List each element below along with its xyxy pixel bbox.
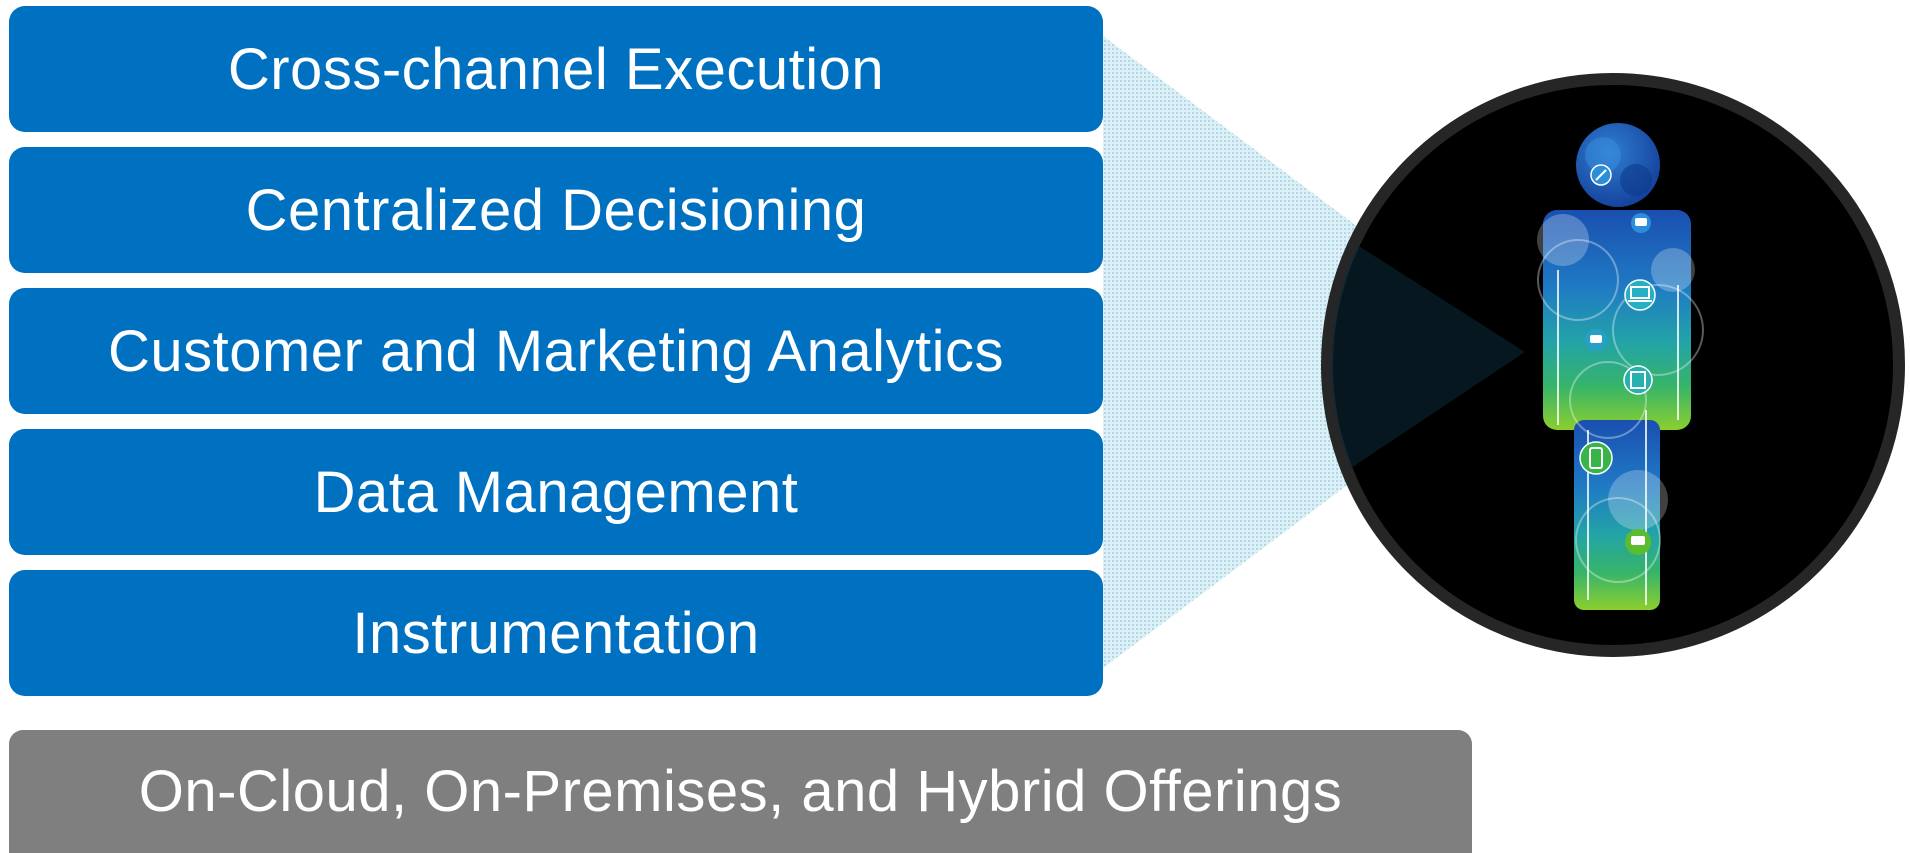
layer-label: Cross-channel Execution: [227, 36, 885, 102]
layer-data-management: Data Management: [9, 429, 1103, 555]
wrench-icon: [1590, 164, 1612, 186]
layer-label: Instrumentation: [352, 600, 760, 666]
foundation-offerings-bar: On-Cloud, On-Premises, and Hybrid Offeri…: [9, 730, 1472, 853]
layer-cross-channel-execution: Cross-channel Execution: [9, 6, 1103, 132]
customer-figure-icon: [1537, 123, 1704, 610]
layer-customer-marketing-analytics: Customer and Marketing Analytics: [9, 288, 1103, 414]
layer-label: Data Management: [313, 459, 799, 525]
chat-icon: [1625, 529, 1651, 555]
chat-icon: [1631, 213, 1651, 233]
tablet-icon: [1623, 365, 1653, 395]
layer-centralized-decisioning: Centralized Decisioning: [9, 147, 1103, 273]
customer-persona: [1321, 73, 1905, 657]
foundation-label: On-Cloud, On-Premises, and Hybrid Offeri…: [138, 759, 1343, 824]
layer-label: Customer and Marketing Analytics: [107, 318, 1005, 384]
phone-icon: [1579, 441, 1613, 475]
laptop-icon: [1624, 279, 1656, 311]
layer-label: Centralized Decisioning: [245, 177, 867, 243]
layer-instrumentation: Instrumentation: [9, 570, 1103, 696]
chat-icon: [1585, 329, 1607, 351]
